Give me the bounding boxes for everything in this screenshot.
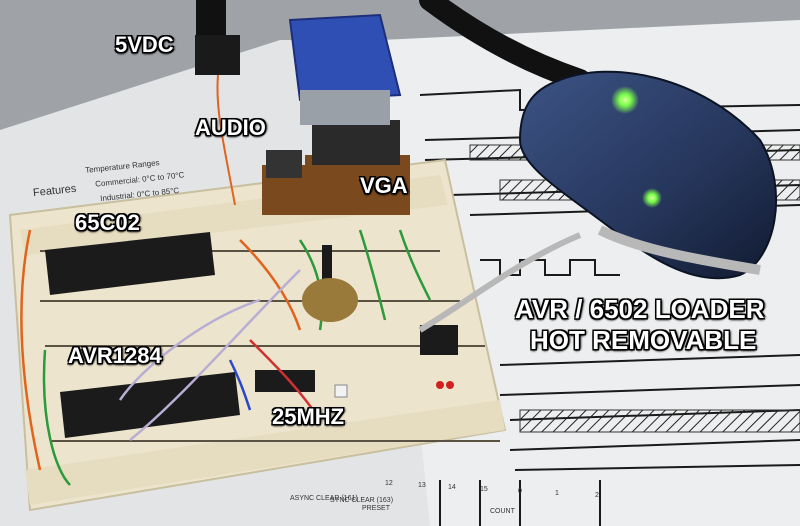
label-loader-line1: AVR / 6502 LOADER [515, 294, 765, 324]
cpu-65c02-chip [45, 232, 215, 295]
label-5vdc: 5VDC [115, 32, 174, 57]
avr-programmer [518, 70, 778, 280]
timing-label-1: 1 [555, 490, 559, 497]
timing-label-14: 14 [448, 484, 456, 491]
label-avr1284: AVR1284 [68, 343, 162, 368]
vga-metal-shell [300, 90, 390, 125]
potentiometer-body [302, 278, 358, 322]
timing-label-async: ASYNC CLEAR (161) [290, 495, 358, 502]
vga-jack [312, 120, 400, 165]
oscillator-chip [255, 370, 315, 392]
power-lead [216, 74, 236, 206]
header-connector [420, 325, 458, 355]
push-button [334, 384, 348, 398]
potentiometer-shaft [322, 245, 332, 285]
timing-label-preset: PRESET [362, 505, 391, 512]
timing-label-sync: SYNC CLEAR (163) [330, 497, 394, 504]
breadboard-rail-bottom [25, 400, 505, 505]
programmer-led-status [642, 188, 662, 208]
label-audio: AUDIO [195, 115, 266, 140]
programmer-led-power [611, 86, 639, 114]
led-red-2 [446, 381, 454, 389]
usb-cable [419, 0, 591, 91]
ribbon-cable [597, 225, 761, 275]
label-loader-line2: HOT REMOVABLE [530, 325, 757, 355]
label-vga: VGA [360, 173, 408, 198]
breadboard-holes [40, 250, 500, 442]
timing-label-count: COUNT [490, 508, 515, 515]
timing-label-0: 0 [518, 488, 522, 495]
timing-label-15: 15 [480, 486, 488, 493]
timing-label-13: 13 [418, 482, 426, 489]
led-red [436, 381, 444, 389]
label-25mhz: 25MHZ [272, 404, 345, 429]
audio-jack [266, 150, 302, 178]
timing-label-12: 12 [385, 480, 393, 487]
power-cable [196, 0, 226, 40]
timing-label-2: 2 [595, 492, 599, 499]
power-plug [195, 35, 240, 75]
vga-connector [288, 13, 402, 102]
label-65c02: 65C02 [75, 210, 140, 235]
avr1284-chip [60, 372, 240, 438]
